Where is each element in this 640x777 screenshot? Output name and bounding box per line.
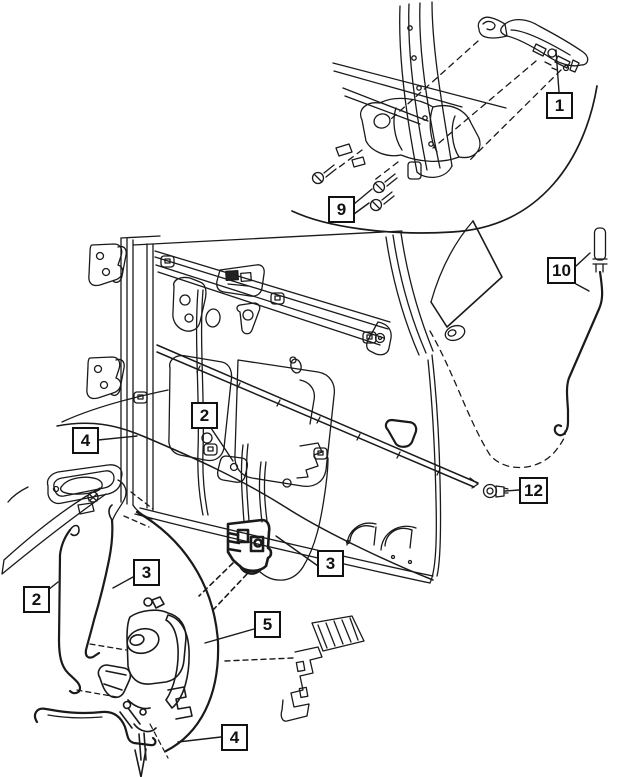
- callout-4-bottom-rod[interactable]: 4: [221, 724, 248, 751]
- callout-4-door-cable[interactable]: 4: [72, 427, 99, 454]
- callout-2-handle-rod[interactable]: 2: [23, 586, 50, 613]
- handle-screws: [313, 165, 398, 211]
- inside-handle-group: [2, 465, 218, 777]
- clip-holes: [134, 256, 376, 459]
- hinge-lower: [87, 357, 124, 399]
- pillar-bracket: [281, 616, 364, 721]
- lock-knob-rod: [555, 228, 607, 435]
- belt-molding: [333, 63, 506, 124]
- callout-12-screw[interactable]: 12: [519, 477, 548, 504]
- door-frame-pillar-top: [400, 2, 452, 177]
- leader-lines: [48, 50, 590, 742]
- callout-9-screws[interactable]: 9: [328, 196, 355, 223]
- callout-3-handle-rod[interactable]: 3: [133, 559, 160, 586]
- callout-10-lock-knob-rod[interactable]: 10: [547, 257, 576, 284]
- handle-reinforcement-panel: [336, 98, 480, 179]
- callout-2-door-clip[interactable]: 2: [191, 402, 218, 429]
- door-latch: [228, 520, 271, 573]
- exterior-door-handle: [478, 17, 587, 72]
- latch-assembly: [98, 597, 192, 777]
- assembly-dashed-lines-top: [338, 41, 561, 182]
- door-panel: [57, 221, 565, 609]
- callout-3-door-latch[interactable]: 3: [317, 550, 344, 577]
- detail-ellipse: [292, 86, 597, 233]
- hinge-upper: [89, 244, 126, 286]
- callout-5-latch-assembly[interactable]: 5: [254, 611, 281, 638]
- callout-1-exterior-handle[interactable]: 1: [546, 92, 573, 119]
- screw-12: [484, 485, 509, 498]
